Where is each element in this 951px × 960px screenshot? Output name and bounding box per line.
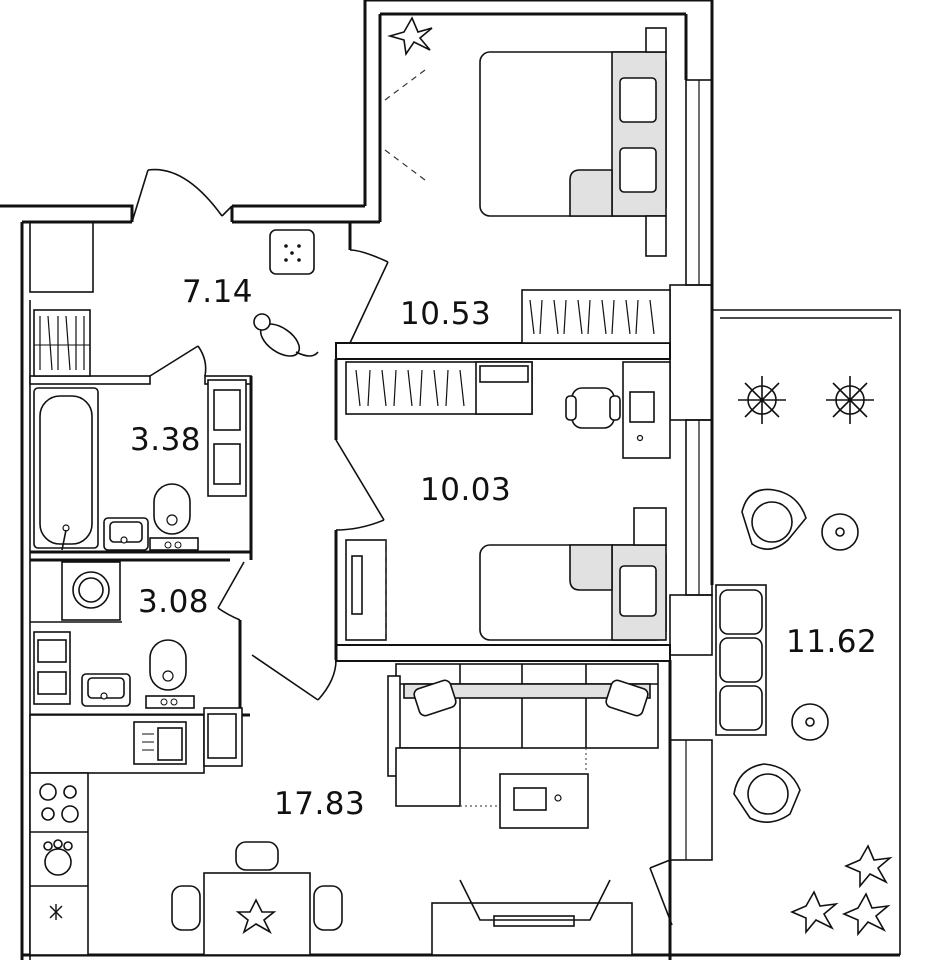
armchair-icon-1 <box>741 488 807 550</box>
plant-icon-2 <box>826 376 874 424</box>
kettle-icon <box>43 839 73 876</box>
toilet-bowl-2 <box>149 639 187 691</box>
storage-block <box>29 221 94 293</box>
hallway-furniture <box>33 229 319 377</box>
armchair-icon-2 <box>733 763 801 823</box>
room-area-bedroom-small: 10.03 <box>420 472 512 508</box>
room-area-bedroom-large: 10.53 <box>400 296 492 332</box>
plant-icon-4 <box>789 890 839 935</box>
outer-walls <box>0 0 900 960</box>
toilet-tank <box>149 537 199 551</box>
chair-icon <box>565 387 621 429</box>
plant-icon-5 <box>841 892 891 937</box>
plant-icon-1 <box>738 376 786 424</box>
toilet-bowl <box>153 483 191 535</box>
doors <box>131 69 673 926</box>
kitchen-furniture <box>29 707 343 956</box>
bedroom-large-furniture <box>387 16 671 344</box>
stove-icon <box>39 783 79 823</box>
bedroom-small-furniture <box>345 361 671 641</box>
tv-stand <box>431 902 633 956</box>
room-area-hallway: 7.14 <box>182 274 254 310</box>
room-area-balcony: 11.62 <box>786 624 878 660</box>
balcony <box>712 309 901 955</box>
toilet-furniture <box>33 561 195 709</box>
plant-icon <box>387 16 433 57</box>
table-flower-icon <box>235 898 277 935</box>
room-area-bathroom: 3.38 <box>130 422 202 458</box>
balcony-furniture <box>715 376 893 937</box>
room-area-living-kitchen: 17.83 <box>274 786 366 822</box>
plant-icon-3 <box>843 844 893 889</box>
living-furniture <box>387 663 659 956</box>
snowflake-icon <box>49 904 63 920</box>
cat-icon <box>253 313 319 357</box>
room-area-toilet: 3.08 <box>138 584 210 620</box>
bathroom-furniture <box>33 379 247 551</box>
wardrobe <box>521 289 671 344</box>
